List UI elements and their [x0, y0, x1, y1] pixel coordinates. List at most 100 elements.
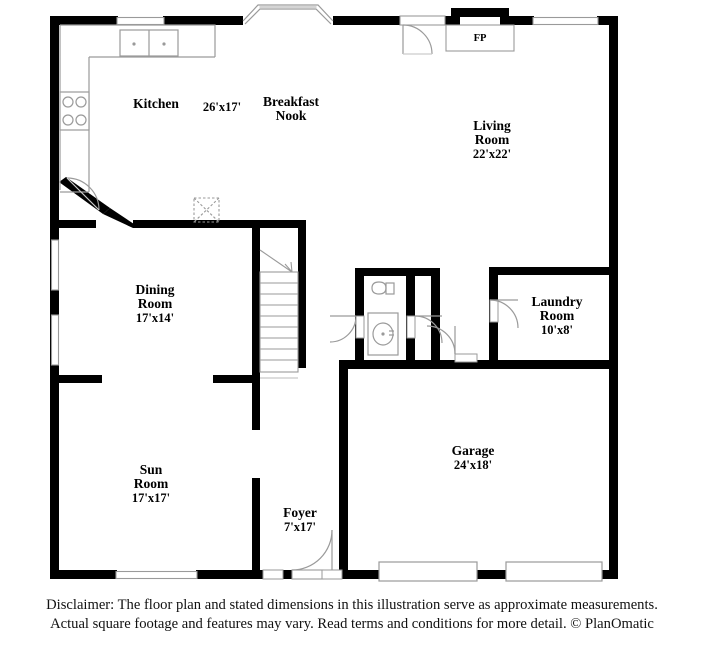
- disclaimer-line-1: Disclaimer: The floor plan and stated di…: [46, 597, 658, 613]
- label-living-room-line1: Living: [473, 118, 511, 133]
- label-laundry-room-line2: Room: [540, 308, 575, 323]
- dining-window-upper: [50, 239, 60, 291]
- wall-bottom-c: [282, 570, 292, 579]
- wall-top-a: [50, 16, 118, 25]
- bay-window: [242, 4, 334, 25]
- wall-stair-top: [190, 220, 306, 228]
- wall-stair-left: [252, 228, 260, 430]
- chase-outline: [193, 197, 220, 223]
- label-sun-room-dims: 17'x17': [132, 491, 170, 505]
- label-kitchen-dims: 26'x17': [203, 100, 241, 114]
- label-dining-room-line1: Dining: [135, 282, 174, 297]
- label-breakfast-nook-line2: Nook: [276, 108, 307, 123]
- kitchen-angled-door[interactable]: [66, 177, 100, 211]
- wall-kitchen-angled-2: [103, 208, 140, 228]
- label-breakfast-nook-line1: Breakfast: [263, 94, 320, 109]
- stair-direction-arrow: [284, 261, 293, 273]
- bay-window-inner: [244, 8, 332, 25]
- kitchen-sink-drain-left: [132, 42, 136, 46]
- laundry-door-jamb[interactable]: [489, 299, 499, 323]
- label-garage-dims: 24'x18': [454, 458, 492, 472]
- label-laundry-room-dims: 10'x8': [541, 323, 573, 337]
- wall-powder-top: [355, 268, 415, 276]
- label-living-room-line2: Room: [475, 132, 510, 147]
- laundry-door[interactable]: [489, 299, 519, 329]
- wall-stair-right: [298, 228, 306, 368]
- floor-plan-container: FP: [0, 0, 704, 592]
- powder-room-door[interactable]: [329, 315, 365, 343]
- wall-garage-left: [339, 360, 348, 570]
- garage-door-jamb[interactable]: [454, 353, 478, 363]
- label-dining-room-line2: Room: [138, 296, 173, 311]
- front-entry-door[interactable]: [262, 529, 343, 580]
- wall-right: [609, 16, 618, 579]
- disclaimer-line-2: Actual square footage and features may v…: [50, 616, 654, 633]
- powder-door-jamb[interactable]: [355, 315, 365, 339]
- burner-4: [75, 114, 87, 126]
- wall-left: [50, 16, 59, 579]
- wall-top-c: [333, 16, 451, 25]
- label-sun-room-line2: Room: [134, 476, 169, 491]
- wall-dining-sun-left: [59, 375, 102, 383]
- powder-door-arc: [329, 315, 357, 343]
- living-entry-door-leaf[interactable]: [399, 15, 446, 26]
- wall-kitchen-bottom-left: [59, 220, 96, 228]
- exterior-walls: [50, 8, 618, 579]
- label-garage-line1: Garage: [452, 443, 495, 458]
- garage-interior-door[interactable]: [426, 325, 478, 363]
- garage-door-right[interactable]: [505, 561, 603, 582]
- kitchen-door-arc: [66, 177, 100, 211]
- vanity-basin: [372, 322, 394, 346]
- chase-box: [193, 197, 220, 223]
- windows: [50, 16, 599, 580]
- vanity-drain: [381, 332, 385, 336]
- chase-x1: [193, 197, 220, 223]
- kitchen-range: [59, 91, 90, 131]
- front-door-sidelite: [262, 569, 284, 580]
- label-sun-room-line1: Sun: [140, 462, 163, 477]
- staircase: [259, 249, 299, 379]
- fireplace-label: FP: [474, 33, 487, 44]
- wall-hall-closet-top: [406, 268, 440, 276]
- sunroom-window: [115, 570, 198, 580]
- wall-bottom-d: [323, 570, 380, 579]
- doors[interactable]: [66, 15, 603, 582]
- room-labels: Kitchen 26'x17' Breakfast Nook Living Ro…: [132, 94, 583, 534]
- hall-closet-door[interactable]: [406, 315, 443, 344]
- stair-direction-line: [259, 249, 293, 273]
- burner-2: [75, 96, 87, 108]
- living-entry-door[interactable]: [399, 15, 446, 55]
- living-entry-door-arc: [402, 24, 433, 55]
- burner-1: [62, 96, 74, 108]
- label-living-room-dims: 22'x22': [473, 147, 511, 161]
- toilet-tank: [385, 282, 395, 295]
- kitchen-fixtures: [59, 24, 216, 193]
- front-door-leaf[interactable]: [291, 569, 324, 580]
- wall-bottom-b: [196, 570, 263, 579]
- wall-kitchen-bottom: [133, 220, 237, 228]
- label-foyer-line1: Foyer: [283, 505, 317, 520]
- wall-bottom-f: [601, 570, 618, 579]
- wall-bottom-a: [50, 570, 117, 579]
- wall-fireplace-right: [500, 8, 509, 25]
- floor-plan-drawing: FP: [0, 0, 704, 592]
- label-laundry-room-line1: Laundry: [531, 294, 582, 309]
- wall-foyer-left: [252, 478, 260, 570]
- hall-closet-jamb[interactable]: [406, 315, 416, 339]
- garage-door-left[interactable]: [378, 561, 478, 582]
- plan-background: [0, 0, 704, 592]
- wall-laundry-top: [489, 267, 609, 275]
- label-kitchen: Kitchen: [133, 96, 179, 111]
- living-top-window: [532, 16, 599, 26]
- wall-dining-sun-right: [213, 375, 260, 383]
- wall-fireplace-top: [451, 8, 509, 17]
- vanity-cabinet: [367, 312, 399, 356]
- wall-bottom-e: [477, 570, 507, 579]
- powder-room-fixtures: [367, 281, 399, 356]
- fireplace-hearth: [445, 24, 515, 52]
- fireplace: FP: [445, 24, 515, 52]
- wall-top-b: [163, 16, 243, 25]
- chase-x2: [193, 197, 220, 223]
- wall-top-d: [509, 16, 534, 25]
- label-foyer-dims: 7'x17': [284, 520, 316, 534]
